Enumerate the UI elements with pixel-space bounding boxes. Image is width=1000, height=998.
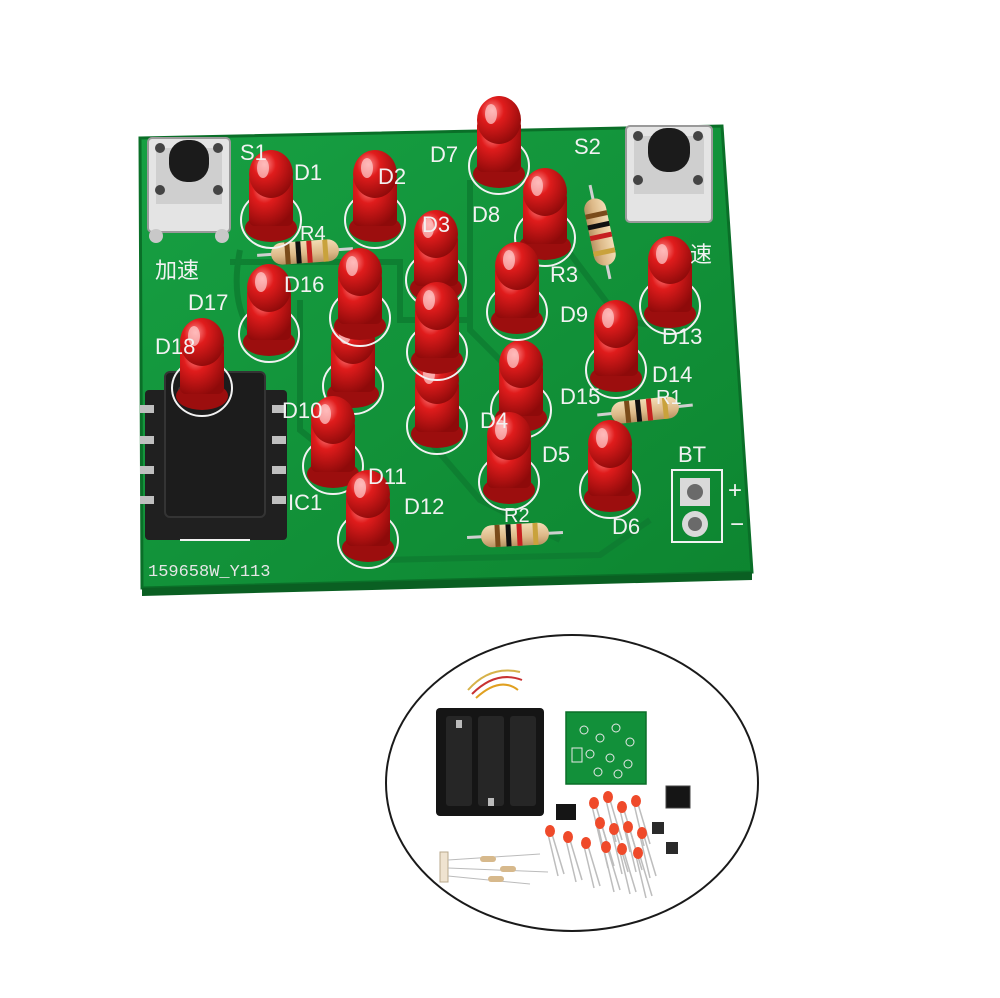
label-speed-right: 速 bbox=[690, 242, 712, 267]
label-d11: D11 bbox=[368, 464, 407, 489]
label-d6: D6 bbox=[612, 514, 640, 539]
mini-socket bbox=[665, 785, 691, 809]
label-bt: BT bbox=[678, 442, 706, 467]
label-speed-left: 加速 bbox=[155, 258, 199, 283]
battery-connector bbox=[671, 469, 723, 543]
switch-s2 bbox=[625, 125, 713, 223]
label-s1: S1 bbox=[240, 140, 267, 165]
label-d7: D7 bbox=[430, 142, 458, 167]
label-d12: D12 bbox=[404, 494, 444, 519]
label-s2: S2 bbox=[574, 134, 601, 159]
label-minus: − bbox=[730, 511, 744, 538]
mini-switch-1 bbox=[652, 822, 664, 834]
label-d10: D10 bbox=[282, 398, 322, 423]
label-d4: D4 bbox=[480, 408, 508, 433]
mini-pcb bbox=[565, 711, 647, 785]
mini-ic bbox=[556, 804, 576, 820]
board-code: 159658W_Y113 bbox=[148, 563, 270, 582]
label-d3: D3 bbox=[422, 212, 450, 237]
label-d9: D9 bbox=[560, 302, 588, 327]
label-r1: R1 bbox=[656, 387, 682, 409]
label-plus: + bbox=[728, 477, 742, 504]
label-r3: R3 bbox=[550, 262, 578, 287]
label-ic1: IC1 bbox=[288, 490, 322, 515]
label-d16: D16 bbox=[284, 272, 324, 297]
label-d17: D17 bbox=[188, 290, 228, 315]
label-d8: D8 bbox=[472, 202, 500, 227]
mini-resistors bbox=[439, 851, 549, 885]
silkscreen-labels: S1 S2 加速 速 D1 D2 D3 D4 D5 D6 D7 D8 D9 D1… bbox=[148, 134, 744, 582]
label-d13: D13 bbox=[662, 324, 702, 349]
label-d15: D15 bbox=[560, 384, 600, 409]
kit-inset bbox=[385, 634, 759, 932]
label-d1: D1 bbox=[294, 160, 322, 185]
battery-holder bbox=[436, 669, 544, 816]
label-d5: D5 bbox=[542, 442, 570, 467]
mini-switch-2 bbox=[666, 842, 678, 854]
led-d7 bbox=[468, 95, 530, 195]
label-d18: D18 bbox=[155, 334, 195, 359]
switch-s1 bbox=[147, 137, 231, 243]
label-d14: D14 bbox=[652, 362, 692, 387]
label-d2: D2 bbox=[378, 164, 406, 189]
label-r2: R2 bbox=[504, 505, 530, 527]
label-r4: R4 bbox=[300, 223, 326, 245]
